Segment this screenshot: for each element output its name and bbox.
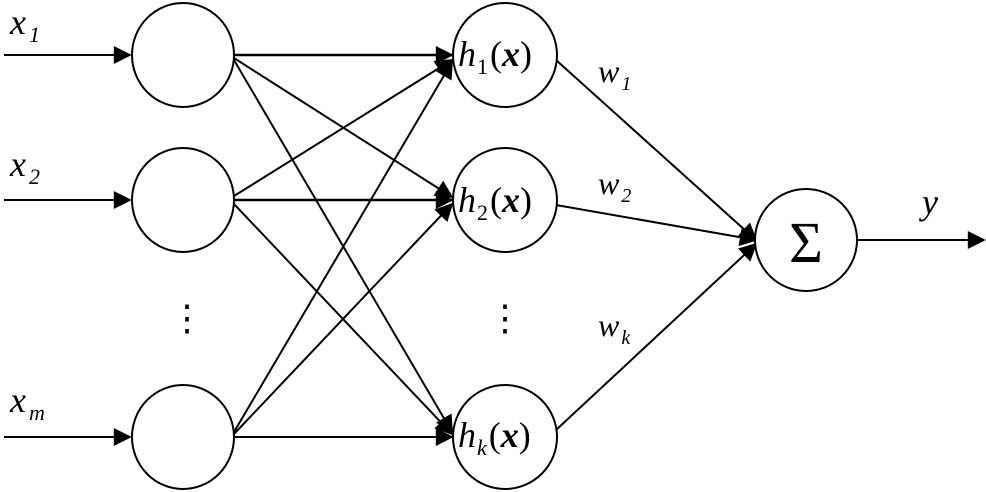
hidden-sum-connections bbox=[555, 59, 758, 431]
connection-h1-sum bbox=[555, 59, 758, 242]
connection-hk-sum bbox=[555, 242, 758, 431]
connection-xm-h2 bbox=[233, 202, 454, 435]
input-layer bbox=[131, 2, 235, 490]
hidden-layer bbox=[452, 2, 558, 490]
sum-node bbox=[754, 188, 858, 292]
input-node-2 bbox=[131, 147, 235, 253]
input-arrows bbox=[4, 46, 132, 446]
connection-xm-h1 bbox=[233, 60, 453, 433]
input-hidden-connections bbox=[233, 46, 454, 446]
hidden-label-k: hk(x) bbox=[458, 415, 531, 460]
hidden-label-1: h1(x) bbox=[458, 34, 532, 79]
hidden-ellipsis: ⋮ bbox=[487, 298, 523, 338]
hidden-node-2 bbox=[452, 147, 558, 253]
input-node-m bbox=[131, 384, 235, 490]
sum-symbol: Σ bbox=[789, 210, 823, 275]
hidden-label-2: h2(x) bbox=[458, 180, 532, 225]
input-ellipsis: ⋮ bbox=[169, 298, 205, 338]
hidden-node-k bbox=[452, 384, 558, 490]
output-label: y bbox=[919, 182, 938, 222]
connection-x2-h1 bbox=[233, 59, 454, 197]
connection-h2-sum bbox=[555, 204, 758, 247]
input-node-1 bbox=[131, 2, 235, 108]
hidden-node-1 bbox=[452, 2, 558, 108]
